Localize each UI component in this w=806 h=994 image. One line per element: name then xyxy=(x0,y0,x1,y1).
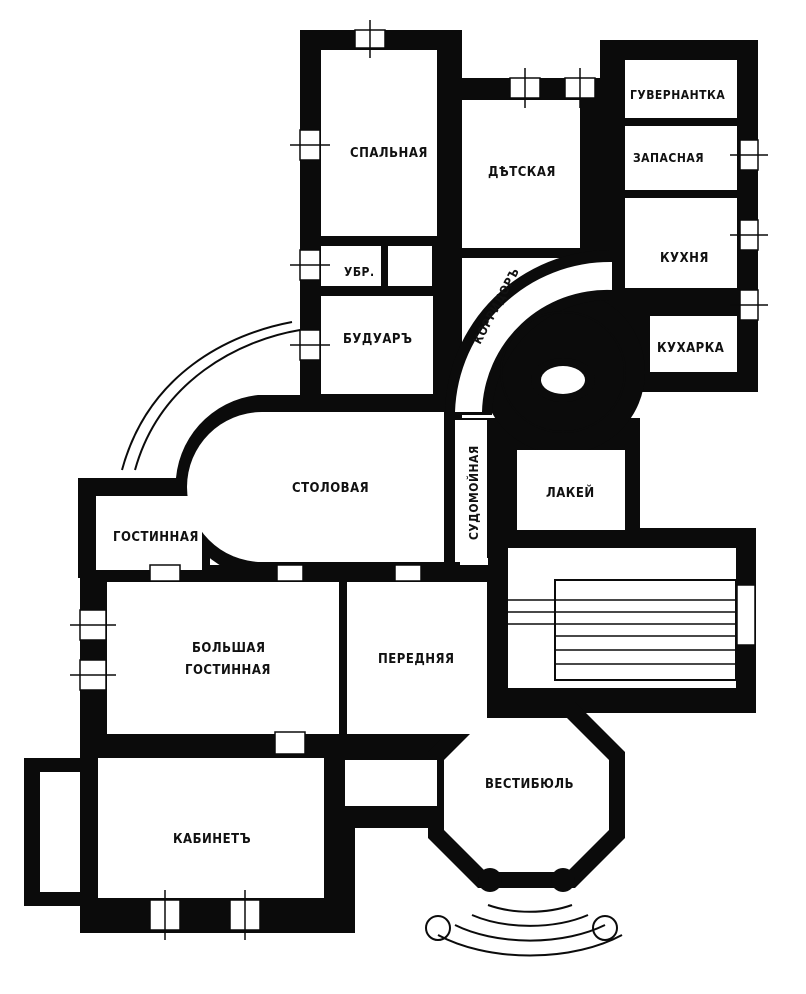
label-bolshaya-2: ГОСТИННАЯ xyxy=(185,663,271,678)
windows xyxy=(70,20,768,940)
label-kukhnya: КУХНЯ xyxy=(660,251,709,266)
label-sudomoynaya: СУДОМОЙНАЯ xyxy=(466,445,481,540)
label-bolshaya-1: БОЛЬШАЯ xyxy=(192,641,266,656)
label-buduar: БУДУАРЪ xyxy=(343,332,412,347)
label-perednyaya: ПЕРЕДНЯЯ xyxy=(378,652,455,667)
label-kabinet: КАБИНЕТЪ xyxy=(173,832,251,847)
label-zapasnaya: ЗАПАСНАЯ xyxy=(633,151,704,165)
label-spalnaya: СПАЛЬНАЯ xyxy=(350,146,428,161)
room-labels: ГУВЕРНАНТКА ЗАПАСНАЯ КУХНЯ КУХАРКА СПАЛЬ… xyxy=(113,88,725,847)
stair-details xyxy=(27,311,737,957)
label-detskaya: ДѢТСКАЯ xyxy=(488,165,556,180)
label-lakey: ЛАКЕЙ xyxy=(546,485,595,501)
label-uborn: УБР. xyxy=(344,265,375,279)
label-kukharka: КУХАРКА xyxy=(657,341,724,356)
label-vestibyul: ВЕСТИБЮЛЬ xyxy=(485,777,574,792)
label-stolovaya: СТОЛОВАЯ xyxy=(292,481,369,496)
label-gostinnaya: ГОСТИННАЯ xyxy=(113,530,199,545)
label-gouvernante: ГУВЕРНАНТКА xyxy=(630,88,725,102)
